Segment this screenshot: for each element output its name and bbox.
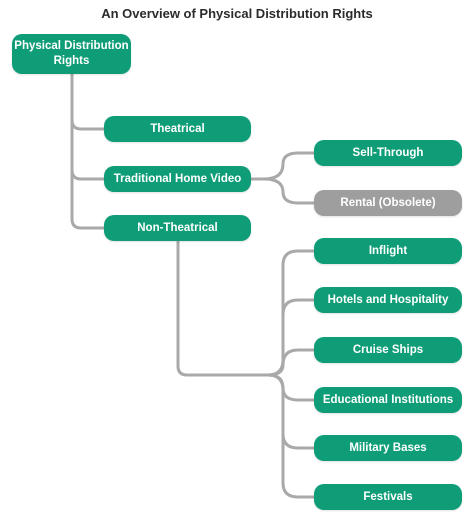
node-inflight-label: Inflight [368, 244, 408, 257]
connector-hub-educational [266, 373, 316, 402]
node-cruise-ships: Cruise Ships [314, 337, 462, 363]
node-theatrical-label: Theatrical [150, 122, 205, 135]
node-military-bases: Military Bases [314, 435, 462, 461]
node-sell-through: Sell-Through [314, 140, 462, 166]
node-non-theatrical: Non-Theatrical [104, 215, 251, 241]
node-festivals: Festivals [314, 484, 462, 510]
node-theatrical: Theatrical [104, 116, 251, 142]
connector-hub-military [266, 373, 316, 450]
node-hotels-and-hospitality: Hotels and Hospitality [314, 287, 462, 313]
node-educational-institutions-label: Educational Institutions [322, 393, 454, 406]
root-node: Physical Distribution Rights [12, 34, 131, 74]
connector-root-non-theatrical [70, 168, 106, 230]
node-non-theatrical-label: Non-Theatrical [137, 221, 218, 234]
connector-home-video-rental [262, 177, 316, 205]
node-festivals-label: Festivals [363, 490, 413, 503]
connector-non-theatrical-trunk [176, 239, 270, 377]
node-rental-obsolete-label: Rental (Obsolete) [340, 196, 436, 209]
connector-hub-inflight [266, 249, 316, 377]
node-rental-obsolete: Rental (Obsolete) [314, 190, 462, 216]
node-hotels-and-hospitality-label: Hotels and Hospitality [327, 293, 449, 306]
root-node-label: Physical Distribution Rights [14, 40, 129, 67]
node-traditional-home-video: Traditional Home Video [104, 166, 251, 192]
node-sell-through-label: Sell-Through [352, 146, 424, 159]
connector-hub-cruise-ships [266, 348, 316, 377]
diagram-title: An Overview of Physical Distribution Rig… [101, 6, 373, 21]
connector-home-video-sell-through [248, 151, 316, 181]
connector-hub-hotels [281, 298, 316, 317]
connector-root-theatrical [70, 72, 106, 131]
node-inflight: Inflight [314, 238, 462, 264]
node-cruise-ships-label: Cruise Ships [352, 343, 424, 356]
node-educational-institutions: Educational Institutions [314, 387, 462, 413]
connector-hub-festivals [281, 432, 316, 499]
node-traditional-home-video-label: Traditional Home Video [113, 172, 242, 185]
node-military-bases-label: Military Bases [349, 441, 427, 454]
